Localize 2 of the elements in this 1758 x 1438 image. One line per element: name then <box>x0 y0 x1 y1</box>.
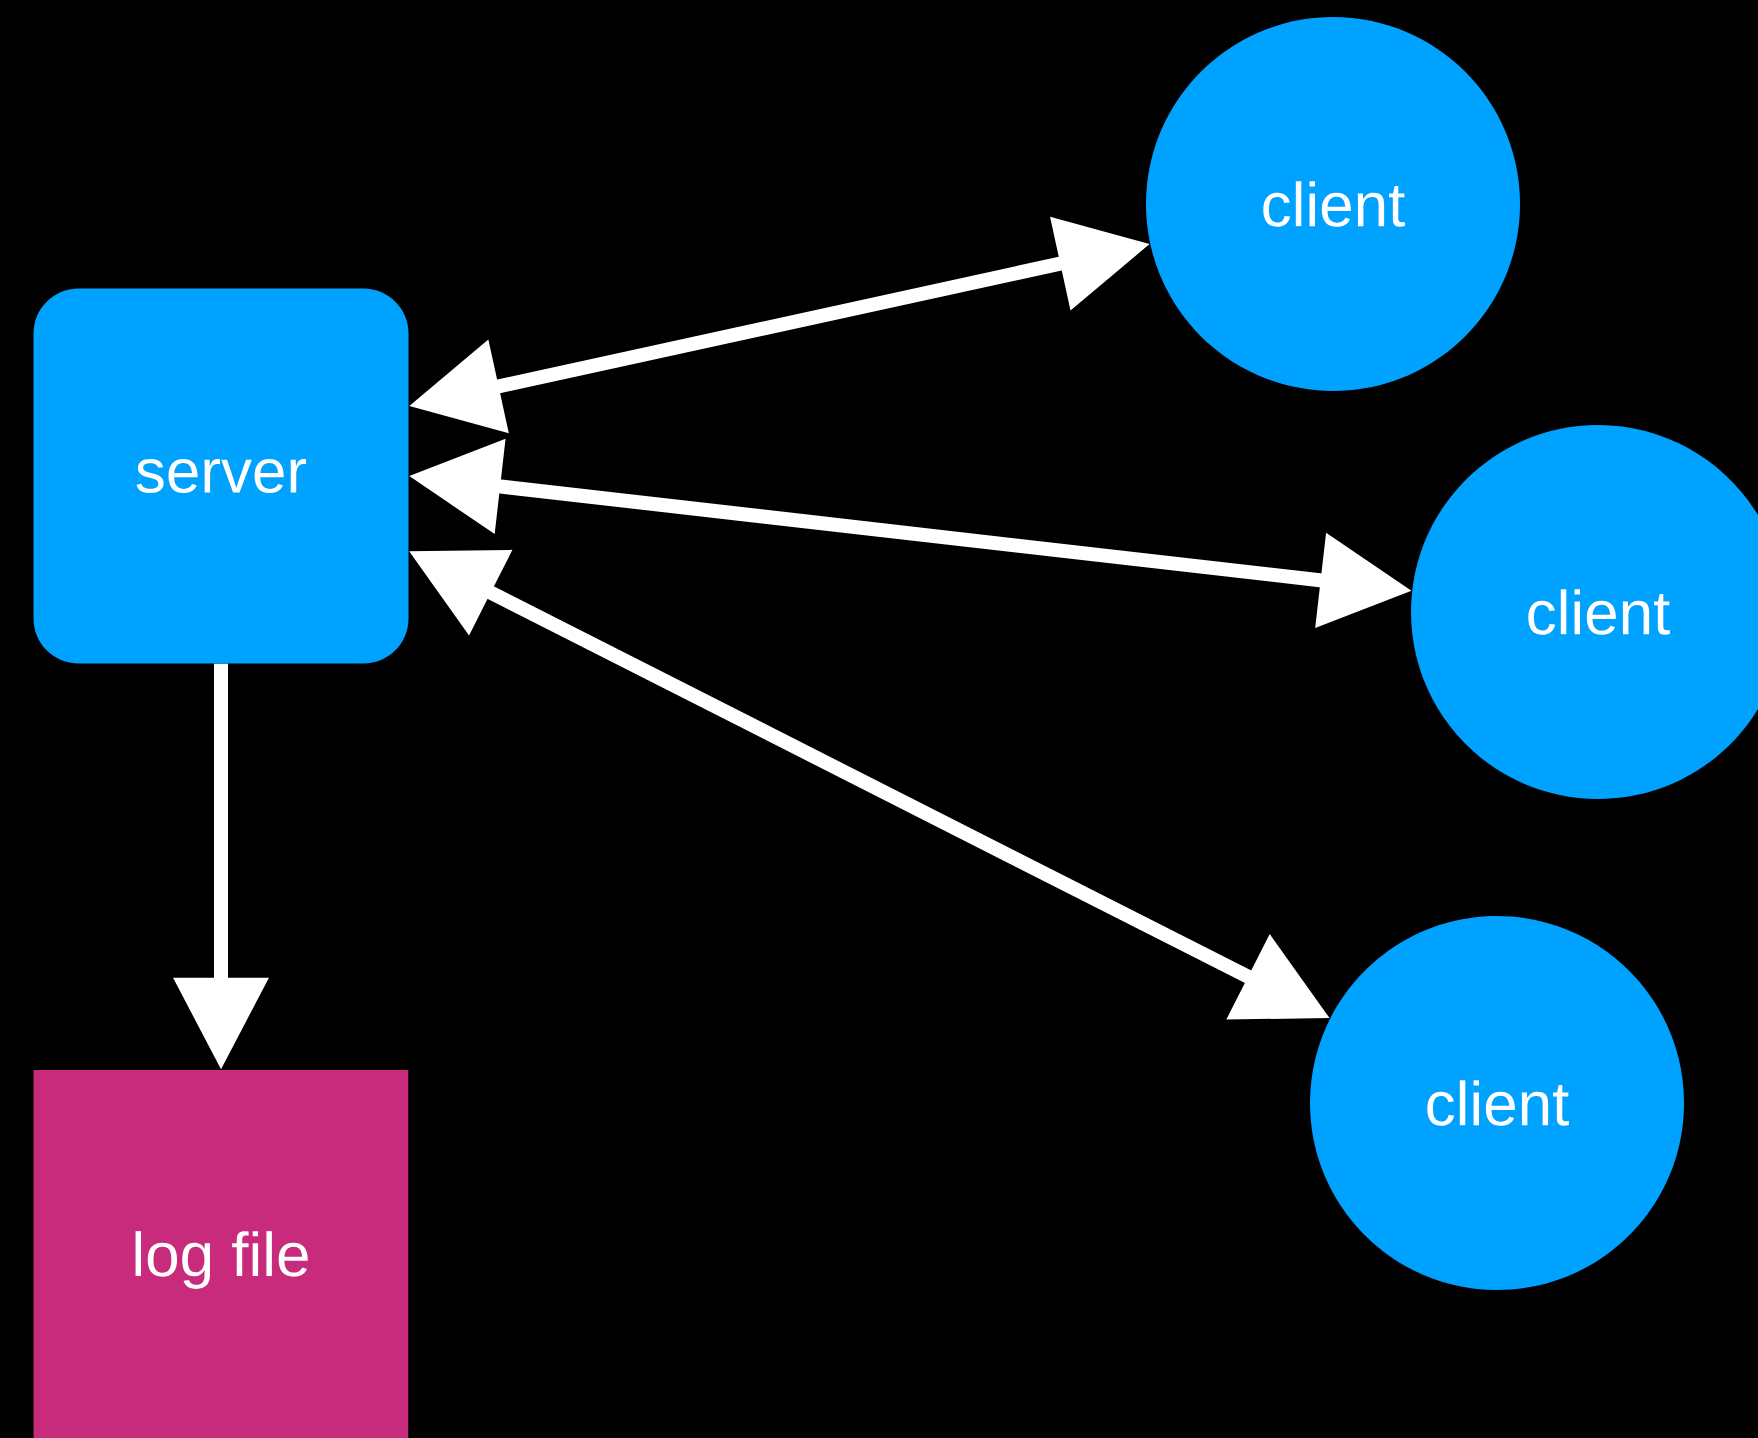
server-box: server <box>33 288 409 664</box>
log-file-box: log file <box>33 1070 409 1438</box>
